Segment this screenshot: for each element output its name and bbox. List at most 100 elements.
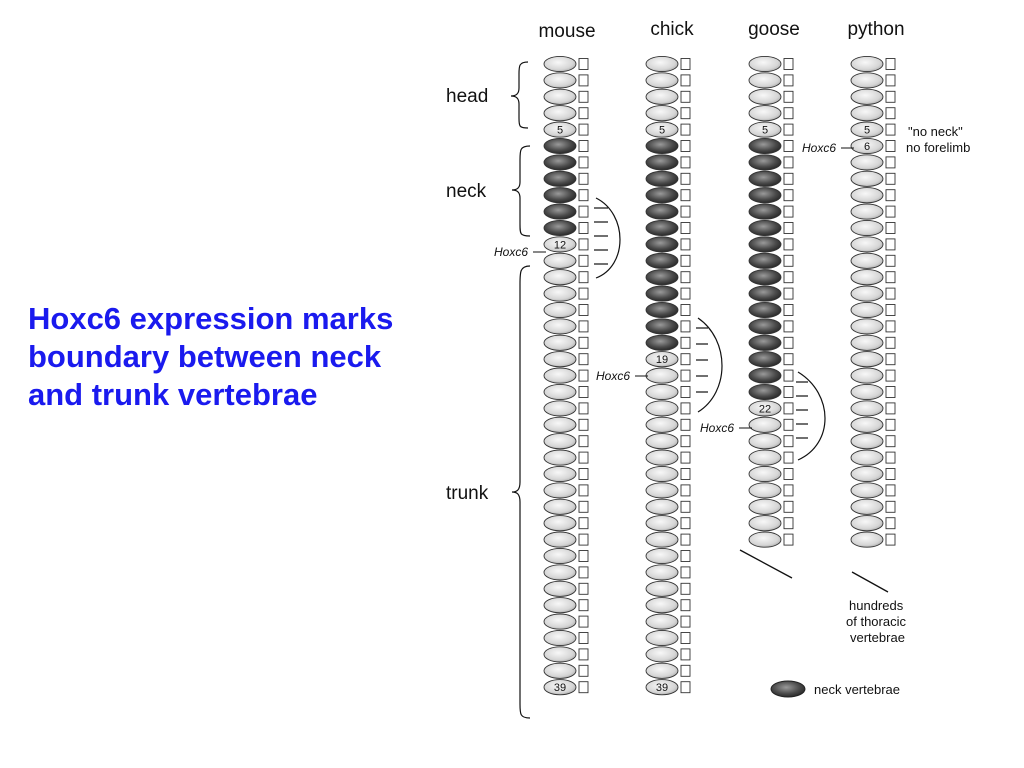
mouse-vertebra-27 [543,482,577,499]
chick-vertebra-4 [645,105,679,122]
chick-vertebra-number-39: 39 [656,682,668,694]
mouse-rib-box-1 [578,58,589,70]
python-rib-box-18 [885,336,896,349]
python-vertebra-16 [850,301,884,319]
python-rib-box-26 [885,468,896,480]
mouse-rib-box-39 [578,681,589,694]
goose-vertebra-16 [748,301,782,319]
mouse-rib-box-29 [578,517,589,530]
chick-rib-box-35 [680,615,691,628]
mouse-vertebra-14 [543,269,577,286]
chick-rib-box-39 [680,681,691,694]
chick-vertebra-19 [645,351,679,368]
python-vertebra-30 [850,531,884,548]
mouse-vertebra-18 [543,334,577,351]
chick-vertebra-17 [645,318,679,335]
chick-vertebra-number-5: 5 [659,125,665,137]
chick-vertebra-33 [645,580,679,597]
python-vertebra-10 [850,203,884,220]
mouse-vertebra-30 [543,531,577,548]
trunk-label: trunk [446,483,489,504]
python-vertebra-21 [850,383,884,401]
chick-vertebra-23 [645,416,679,433]
chick-rib-box-31 [680,550,691,562]
chick-vertebra-15 [645,285,679,302]
goose-rib-box-22 [783,402,794,415]
goose-vertebra-13 [748,252,782,269]
chick-rib-box-1 [680,58,691,70]
mouse-vertebra-38 [543,662,577,679]
mouse-vertebra-10 [543,203,577,220]
python-no-neck-note: "no neck" [908,124,963,139]
mouse-vertebra-number-12: 12 [554,239,566,251]
goose-rib-box-18 [783,336,794,349]
goose-rib-box-4 [783,107,794,120]
chick-rib-box-21 [680,386,691,398]
mouse-rib-box-28 [578,500,589,513]
python-tail-note-2: of thoracic [846,614,906,629]
python-vertebra-28 [850,498,884,515]
python-vertebra-12 [850,236,884,253]
python-vertebra-1 [850,55,884,73]
goose-rib-box-20 [783,369,794,382]
chick-rib-box-18 [680,336,691,349]
goose-vertebra-23 [748,416,782,433]
mouse-rib-box-25 [578,451,589,464]
python-rib-box-25 [885,451,896,464]
goose-rib-box-17 [783,320,794,333]
chick-rib-box-25 [680,451,691,464]
goose-rib-box-15 [783,287,794,300]
python-vertebra-6 [850,137,884,155]
chick-vertebra-16 [645,301,679,319]
chick-vertebra-34 [645,597,679,614]
goose-rib-box-1 [783,58,794,70]
python-vertebra-25 [850,449,884,466]
python-rib-box-2 [885,74,896,87]
python-vertebra-27 [850,482,884,499]
goose-vertebra-20 [748,367,782,384]
goose-rib-box-8 [783,172,794,185]
head-label: head [446,86,488,107]
chick-rib-box-11 [680,222,691,234]
goose-vertebra-17 [748,318,782,335]
chick-vertebra-6 [645,137,679,155]
mouse-vertebra-36 [543,629,577,647]
python-vertebra-4 [850,105,884,122]
chick-rib-box-34 [680,599,691,612]
chick-vertebra-10 [645,203,679,220]
mouse-vertebra-22 [543,400,577,417]
mouse-rib-box-12 [578,238,589,251]
mouse-rib-box-26 [578,468,589,480]
chick-rib-box-29 [680,517,691,530]
mouse-rib-box-5 [578,123,589,136]
goose-rib-box-5 [783,123,794,136]
goose-vertebra-1 [748,55,782,73]
chick-vertebra-5 [645,121,679,138]
mouse-vertebra-25 [543,449,577,466]
chick-vertebra-24 [645,433,679,450]
goose-rib-box-23 [783,418,794,431]
mouse-vertebra-6 [543,137,577,155]
mouse-rib-box-27 [578,484,589,497]
mouse-rib-box-20 [578,369,589,382]
mouse-rib-box-22 [578,402,589,415]
goose-vertebra-7 [748,154,782,171]
goose-vertebra-27 [748,482,782,499]
mouse-rib-box-23 [578,418,589,431]
python-rib-box-22 [885,402,896,415]
python-vertebra-5 [850,121,884,138]
chick-vertebra-38 [645,662,679,679]
chick-vertebra-22 [645,400,679,417]
python-vertebra-8 [850,170,884,187]
chick-rib-box-32 [680,566,691,579]
python-rib-box-5 [885,123,896,136]
goose-vertebral-column: 522 [748,55,794,548]
goose-vertebra-29 [748,515,782,532]
chick-rib-box-33 [680,582,691,595]
mouse-vertebra-17 [543,318,577,335]
chick-vertebra-32 [645,564,679,581]
chick-vertebra-7 [645,154,679,171]
chick-vertebra-8 [645,170,679,187]
goose-vertebra-22 [748,400,782,417]
